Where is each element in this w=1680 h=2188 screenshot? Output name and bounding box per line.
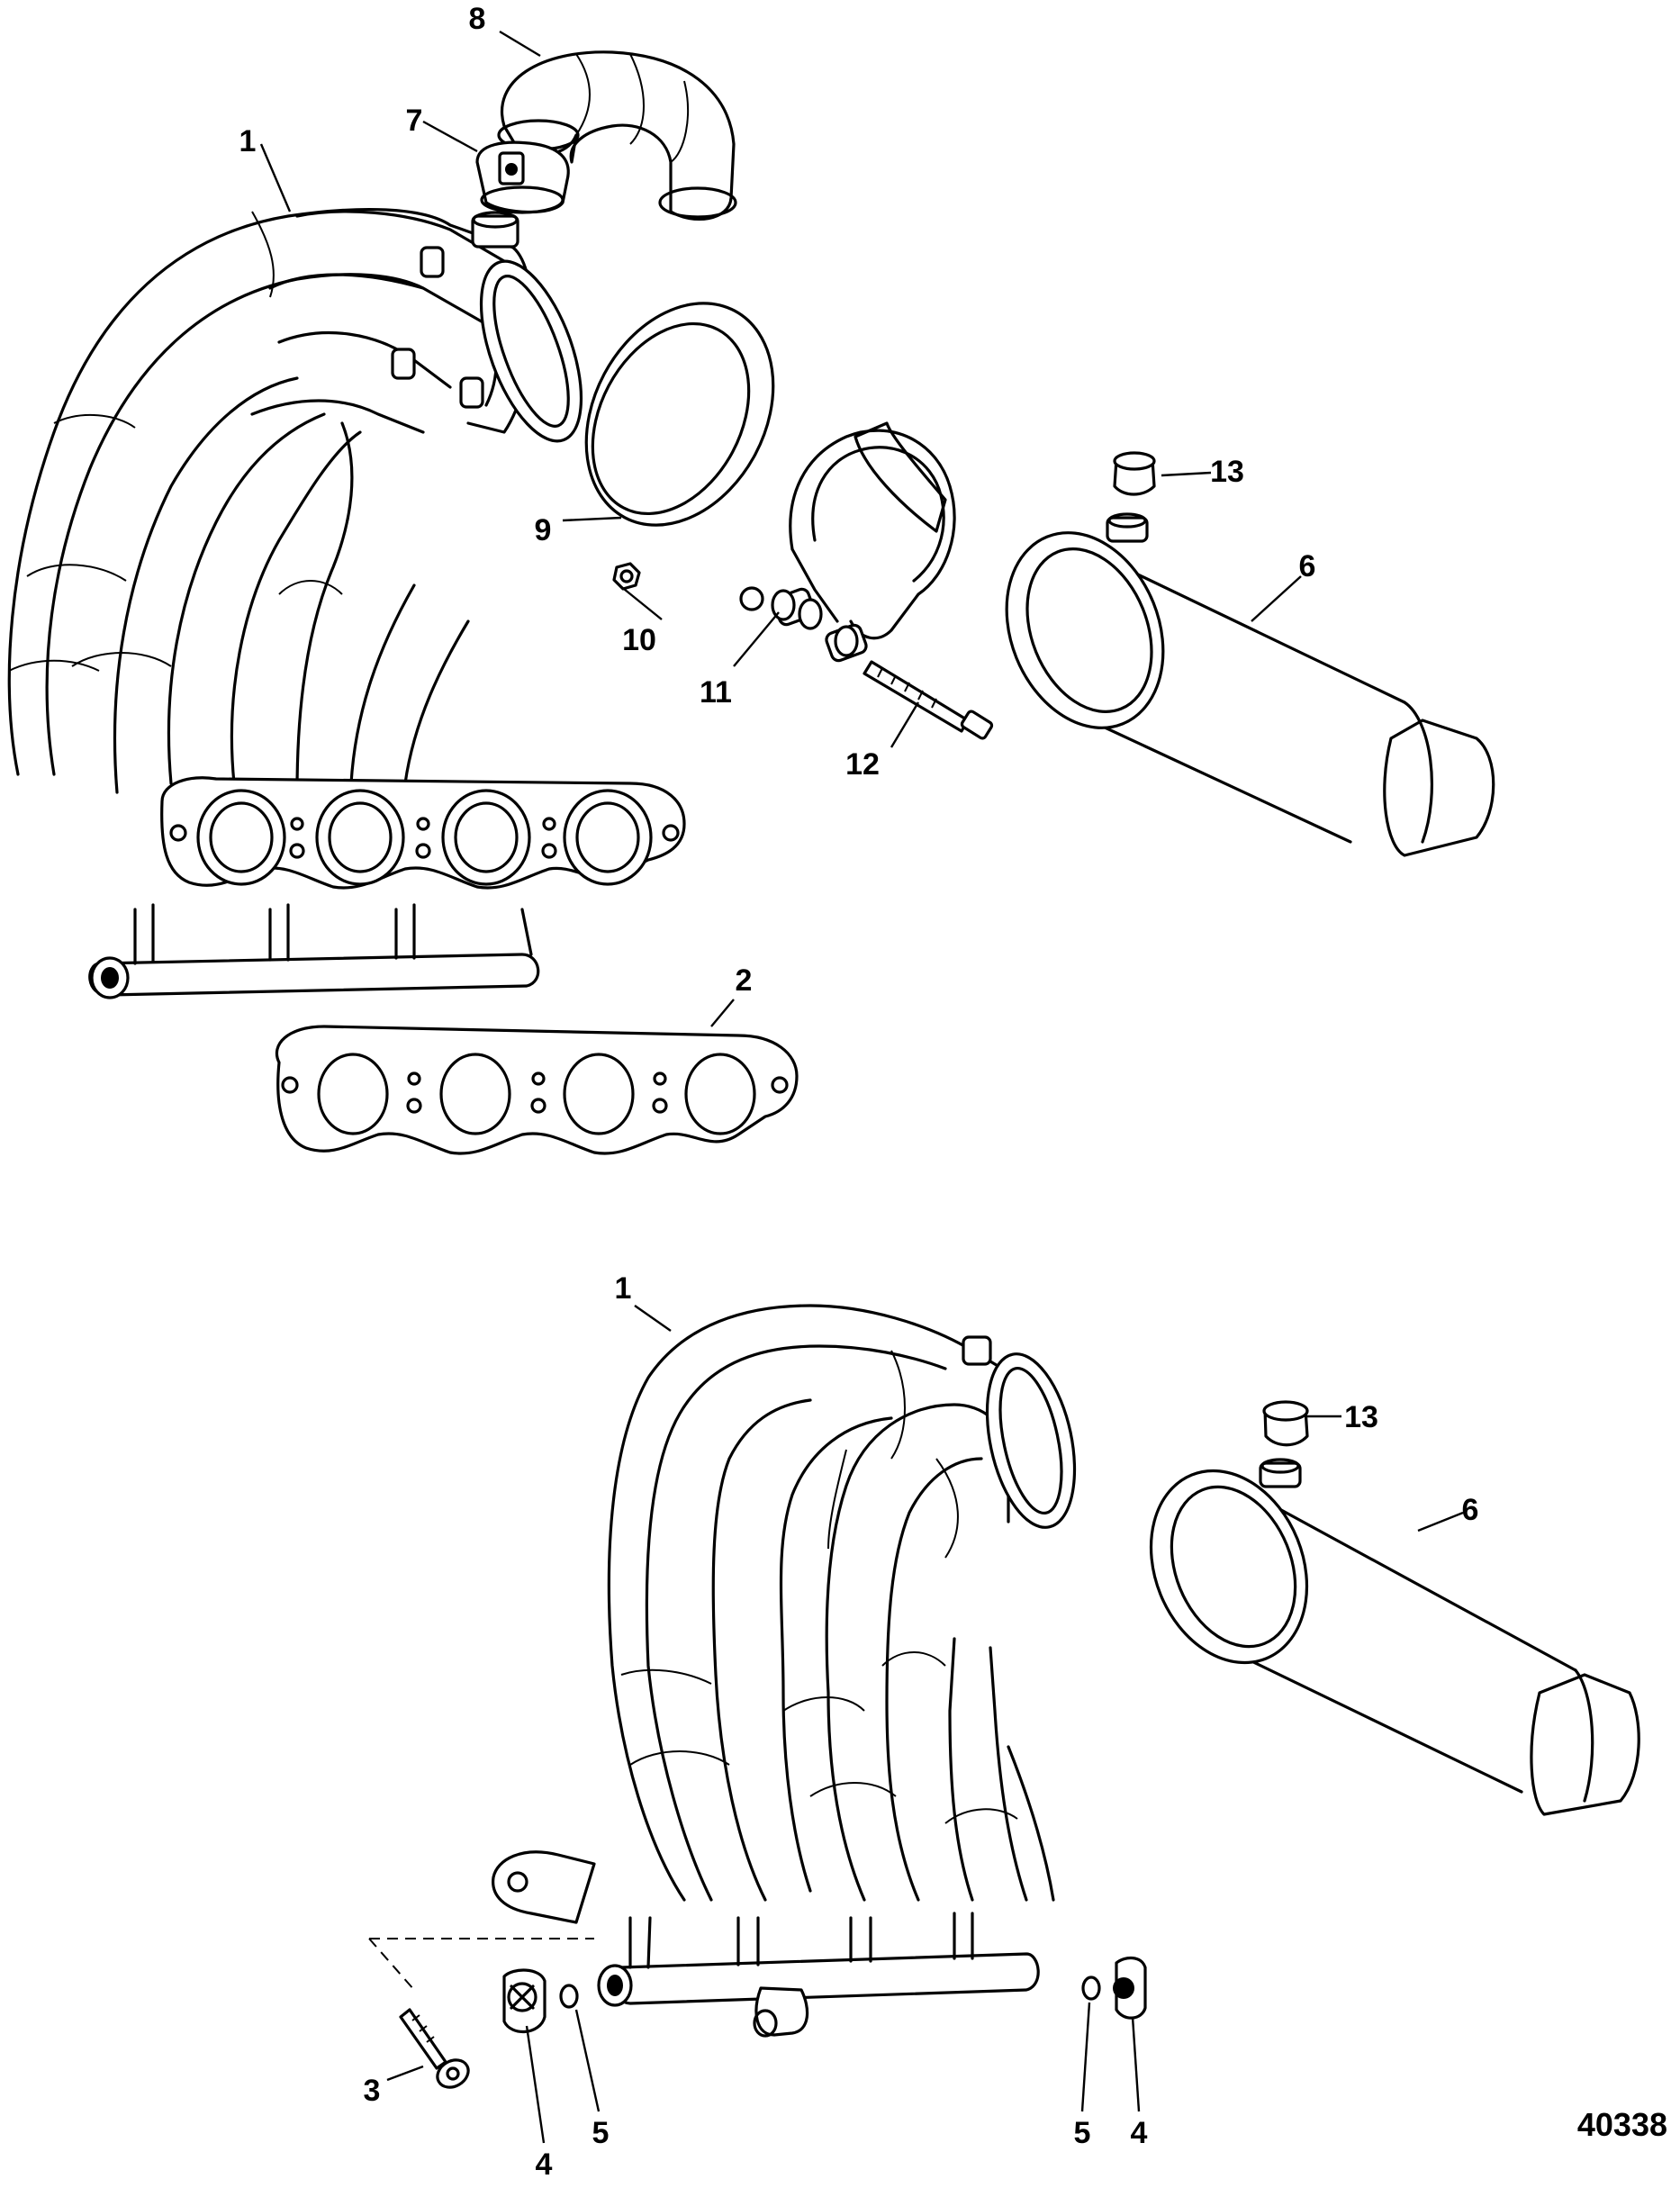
top-assembly: 8 7 1 9 10 11 12 13 6 2 <box>7 2 1495 1155</box>
plug-part-13-bottom <box>1262 1400 1309 1447</box>
callouts-bottom: 1 13 6 3 4 5 5 4 <box>364 1271 1479 2182</box>
bottom-assembly: 1 13 6 3 4 5 5 4 <box>364 1271 1640 2182</box>
callout-2-top: 2 <box>736 963 753 998</box>
callout-11-top: 11 <box>700 675 732 710</box>
callout-3-bottom: 3 <box>364 2074 381 2108</box>
callout-5-bottom-left: 5 <box>592 2116 610 2150</box>
v-band-clamp-part-11 <box>739 421 956 663</box>
callouts-top: 8 7 1 9 10 11 12 13 6 2 <box>239 2 1316 998</box>
callout-1-top: 1 <box>239 124 257 158</box>
callout-10-top: 10 <box>622 623 656 657</box>
figure-number: 40338 <box>1577 2106 1667 2143</box>
bolt-part-3 <box>368 1938 594 2089</box>
leader-lines-bottom <box>386 1305 1464 2144</box>
callout-4-bottom-left: 4 <box>536 2147 553 2182</box>
callout-8-top: 8 <box>469 2 486 36</box>
callout-9-top: 9 <box>535 513 552 547</box>
callout-4-bottom-right: 4 <box>1131 2116 1148 2150</box>
exhaust-tube-part-6-bottom <box>1149 1458 1640 1816</box>
nut-part-10 <box>612 562 641 591</box>
callout-7-top: 7 <box>406 104 423 138</box>
exhaust-tube-part-6-top <box>1005 512 1495 857</box>
hose-clamp-part-7 <box>475 140 570 214</box>
callout-13-top: 13 <box>1210 455 1244 489</box>
exhaust-manifold-part-1-bottom <box>492 1304 1077 2038</box>
callout-6-top: 6 <box>1299 549 1316 583</box>
fitting-part-4-right <box>1113 1957 1147 2020</box>
exhaust-manifold-part-1-top <box>7 208 686 999</box>
o-ring-part-5-right <box>1081 1976 1101 2001</box>
plug-part-13-top <box>1113 451 1156 496</box>
gasket-ring-part-9 <box>584 302 775 527</box>
callout-12-top: 12 <box>845 747 880 782</box>
leader-lines-top <box>259 30 1302 1027</box>
callout-13-bottom: 13 <box>1344 1400 1378 1434</box>
fitting-part-4-left <box>502 1968 546 2034</box>
t-bolt-part-12 <box>863 660 994 740</box>
callout-6-bottom: 6 <box>1462 1493 1479 1527</box>
elbow-hose-part-8 <box>497 50 737 221</box>
callout-1-bottom: 1 <box>615 1271 632 1306</box>
callout-5-bottom-right: 5 <box>1074 2116 1091 2150</box>
o-ring-part-5-left <box>559 1984 579 2009</box>
manifold-gasket-part-2 <box>275 1025 799 1155</box>
